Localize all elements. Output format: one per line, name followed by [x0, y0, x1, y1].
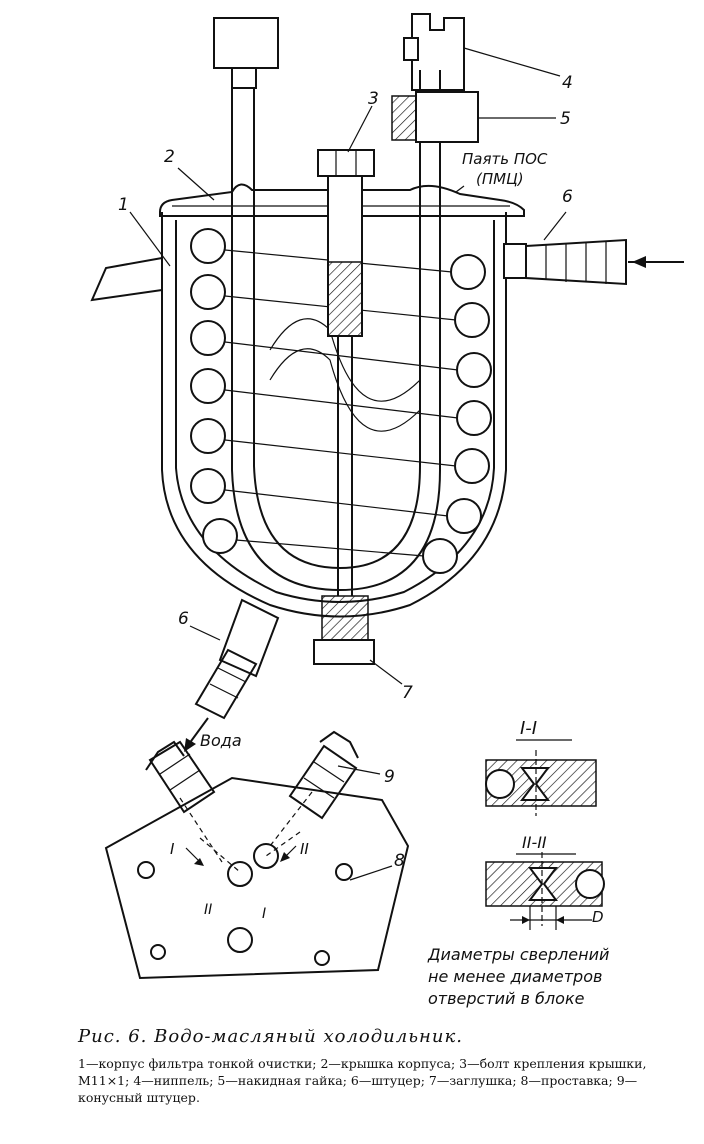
fitting-right [503, 238, 684, 286]
dimension-d: D [592, 908, 604, 926]
section-title-i-i: I-I [520, 718, 537, 739]
label-1: 1 [118, 195, 129, 215]
caption-legend: 1—корпус фильтра тонкой очистки; 2—крышк… [78, 1056, 647, 1105]
conical-fitting-left [145, 740, 216, 814]
label-6-top: 6 [562, 187, 573, 207]
spacer-block [104, 776, 410, 980]
label-4: 4 [562, 73, 573, 93]
section-ii-ii [485, 852, 605, 930]
caption-title: Рис. 6. Водо-масляный холодильник. [78, 1026, 463, 1047]
mounting-bracket [90, 257, 163, 302]
cooler-drawing: 1 2 3 4 5 6 Паять ПОС (ПМЦ) 6 7 Вода 9 8… [90, 13, 684, 1008]
solder-note-1: Паять ПОС [462, 150, 548, 168]
fitting-bottom [184, 598, 280, 752]
solder-note-2: (ПМЦ) [476, 170, 524, 188]
section-mark-i: I [170, 840, 175, 858]
figure-caption: Рис. 6. Водо-масляный холодильник. 1—кор… [78, 1026, 688, 1106]
plug [313, 595, 375, 665]
label-5: 5 [560, 109, 571, 129]
label-3: 3 [368, 89, 379, 109]
label-6-bottom: 6 [178, 609, 189, 629]
conical-fitting-right [288, 730, 359, 820]
section-i-i [485, 739, 597, 816]
drill-note-1: Диаметры сверлений [427, 945, 609, 964]
section-title-ii-ii: II-II [522, 833, 547, 852]
cover-bolt [317, 149, 375, 596]
u-tube [231, 70, 441, 592]
section-mark-ii: II [300, 840, 309, 858]
drill-note-3: отверстий в блоке [428, 989, 585, 1008]
tube-nut-left [213, 17, 279, 69]
label-8: 8 [394, 851, 405, 871]
section-mark-i-b: I [262, 906, 266, 922]
cap-nut [391, 91, 479, 143]
leader-lines [129, 47, 567, 881]
nipple [403, 13, 465, 91]
drill-note-2: не менее диаметров [428, 967, 602, 986]
water-label: Вода [200, 731, 242, 750]
cooling-coil [190, 228, 492, 574]
label-7: 7 [402, 683, 413, 703]
section-mark-ii-b: II [204, 902, 212, 918]
label-2: 2 [164, 147, 175, 167]
label-9: 9 [384, 767, 395, 787]
